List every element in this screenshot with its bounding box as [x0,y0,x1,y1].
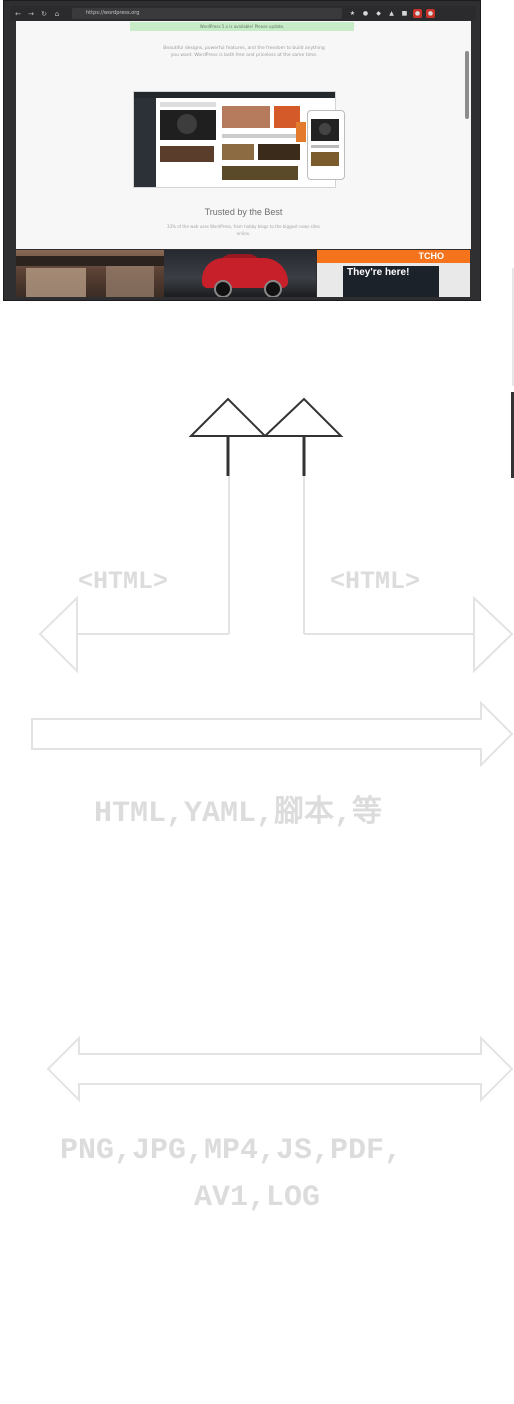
showcase-photo-car[interactable] [164,250,316,297]
home-icon[interactable]: ⌂ [54,9,60,18]
scrollbar[interactable] [465,51,469,119]
reload-icon[interactable]: ↻ [41,9,47,18]
ext-2-icon[interactable]: ◆ [376,10,381,17]
right-edge-dark-line [511,392,514,478]
tcho-logo-text: TCHO [418,251,445,261]
trusted-heading: Trusted by the Best [204,207,283,217]
update-notice: WordPress 5.x is available! Please updat… [130,22,354,31]
block-right-arrow [31,700,514,768]
back-icon[interactable]: ← [15,9,21,18]
showcase-photo-village[interactable] [16,250,164,297]
text-formats-label: HTML,YAML,腳本,等 [94,797,383,831]
left-arrow [38,595,229,674]
right-arrow [304,595,514,674]
ext-1-icon[interactable]: ● [362,10,369,17]
ext-3-icon[interactable]: ▲ [389,10,394,17]
theyre-here-text: They're here! [347,267,410,278]
browser-toolbar: ← → ↻ ⌂ https://wordpress.org ★ ● ◆ ▲ ■ … [10,6,476,21]
binary-formats-label-line1: PNG,JPG,MP4,JS,PDF, [60,1134,403,1168]
bookmark-icon[interactable]: ★ [349,10,356,17]
ext-5-icon[interactable]: ● [413,9,422,18]
ext-4-icon[interactable]: ■ [401,10,408,17]
up-arrowhead-right [262,397,344,437]
up-arrowhead-left [188,397,268,437]
browser-screenshot: ← → ↻ ⌂ https://wordpress.org ★ ● ◆ ▲ ■ … [3,0,481,301]
intro-blurb: Beautiful designs, powerful features, an… [163,46,325,58]
html-label-right: <HTML> [330,567,421,596]
showcase-photo-tcho[interactable]: TCHO They're here! [317,250,470,297]
double-headed-arrow [46,1035,514,1103]
binary-formats-label-line2: AV1,LOG [194,1181,321,1215]
trusted-subtext: 33% of the web uses WordPress, from hobb… [167,224,320,236]
forward-icon[interactable]: → [28,9,34,18]
address-bar[interactable]: https://wordpress.org [72,8,342,19]
page-viewport: WordPress 5.x is available! Please updat… [16,21,471,249]
right-edge-faint-line [512,268,514,386]
html-label-left: <HTML> [78,567,169,596]
dashboard-preview-image [133,91,345,188]
ext-6-icon[interactable]: ● [426,9,435,18]
